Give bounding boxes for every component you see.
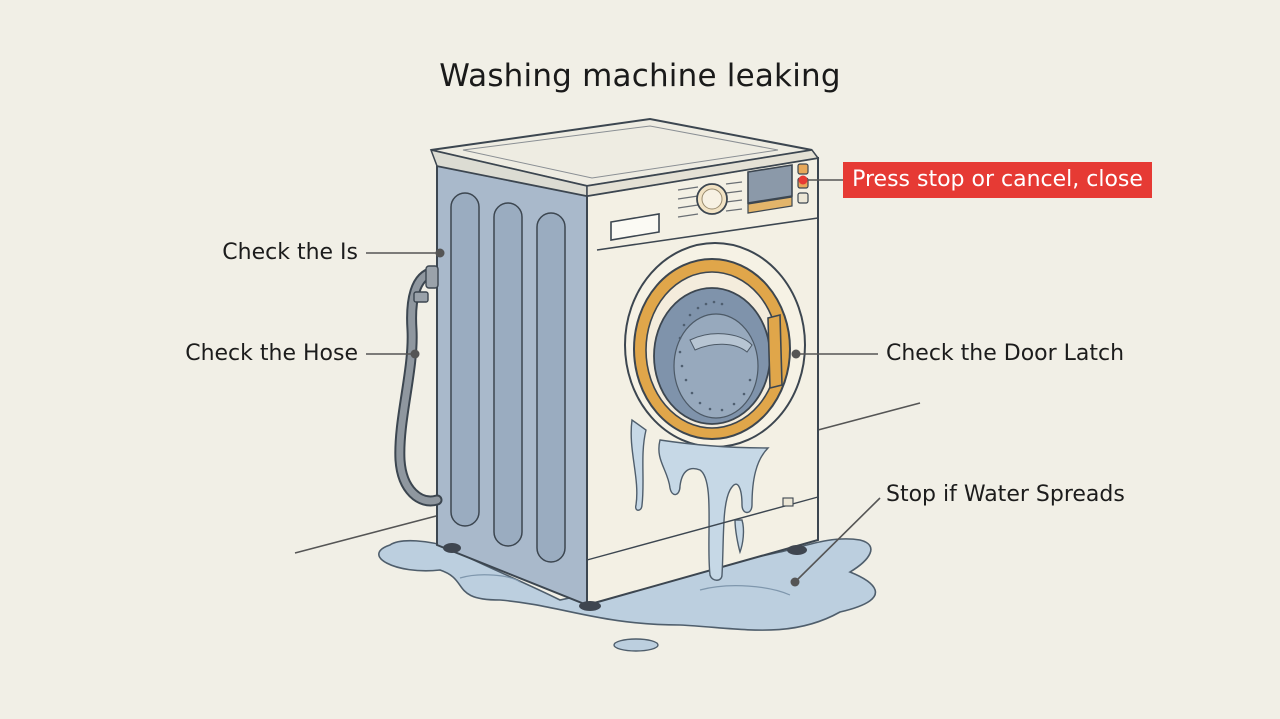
floor-line-left <box>294 514 441 554</box>
foot-front <box>579 601 601 611</box>
callout-stop-cancel: Press stop or cancel, close <box>843 162 1152 198</box>
floor-line-right <box>817 402 921 431</box>
callout-door-latch: Check the Door Latch <box>886 341 1125 366</box>
dot-side-panel <box>435 248 445 258</box>
water-drips <box>630 418 770 581</box>
side-rib-3 <box>536 212 566 563</box>
foot-left <box>443 543 461 553</box>
dot-hose <box>410 349 420 359</box>
side-rib-1 <box>450 192 480 527</box>
callout-side-panel: Check the Is <box>222 240 358 265</box>
display-screen <box>747 164 793 204</box>
foot-right <box>787 545 807 555</box>
drum-holes <box>678 300 752 412</box>
dot-water <box>790 577 800 587</box>
detergent-drawer <box>610 213 660 241</box>
diagram-title: Washing machine leaking <box>439 58 841 94</box>
side-rib-2 <box>493 202 523 547</box>
callout-hose: Check the Hose <box>185 341 358 366</box>
control-panel <box>677 181 743 218</box>
water-puddle <box>378 538 877 652</box>
callout-water-spreads: Stop if Water Spreads <box>886 482 1125 507</box>
dot-control-panel <box>798 175 808 185</box>
door-latch <box>767 313 783 390</box>
dot-door-latch <box>791 349 801 359</box>
stop-button-indicator <box>797 163 809 175</box>
